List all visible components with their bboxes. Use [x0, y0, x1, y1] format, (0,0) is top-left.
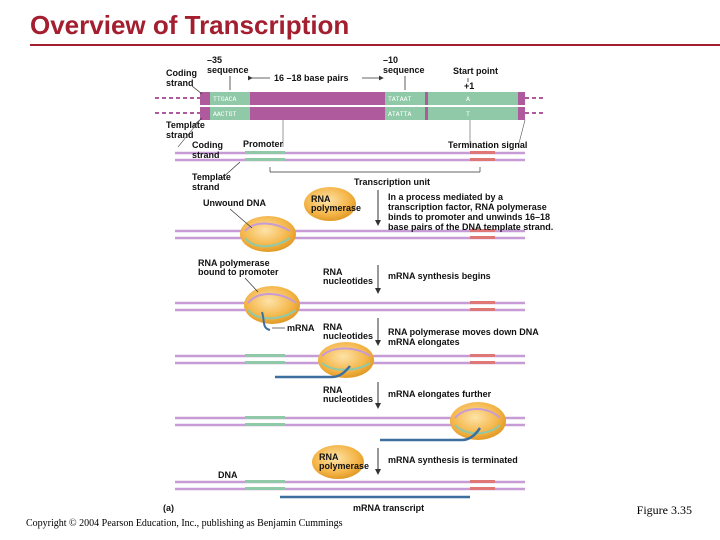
step-1-dna [175, 216, 525, 252]
step-4-dna [175, 402, 525, 442]
step3-text-1: RNA polymerase moves down DNA [388, 327, 539, 337]
mrna-label: mRNA [287, 323, 315, 333]
rna-polymerase-icon-2 [312, 445, 364, 479]
title-rule [30, 44, 720, 46]
seq-coding-10: TATAAT [388, 96, 412, 103]
seq-coding-35: TTGACA [213, 96, 237, 103]
minus10-label-1: –10 [383, 55, 398, 65]
rna-polymerase-label-1b: polymerase [311, 203, 361, 213]
copyright-notice: Copyright © 2004 Pearson Education, Inc.… [26, 518, 343, 529]
promoter-detail: TTGACA AACTGT TATAAT ATATTA A T Coding s… [155, 55, 545, 148]
dna-label: DNA [218, 470, 238, 480]
rna-polymerase-moving [318, 342, 374, 378]
minus35-box-coding [210, 92, 250, 105]
rna-nucleotides-label-2a: RNA [323, 322, 343, 332]
minus35-box-template [210, 107, 250, 120]
dna-overview: Coding strand Template strand Promoter T… [175, 139, 527, 192]
template-strand-label-1: Template [166, 120, 205, 130]
minus10-box-coding [385, 92, 425, 105]
mrna-elongating-further [380, 427, 482, 442]
step3-text-2: mRNA elongates [388, 337, 460, 347]
start-point-label: Start point [453, 66, 498, 76]
rna-polymerase-label-2a: RNA [319, 452, 339, 462]
step1-text-4: base pairs of the DNA template strand. [388, 222, 553, 232]
template-strand-label-2: strand [166, 130, 194, 140]
step1-text-2: transcription factor, RNA polymerase [388, 202, 547, 212]
rna-pol-bound-label-2: bound to promoter [198, 267, 279, 277]
plus1-label: +1 [464, 81, 474, 91]
step1-text-1: In a process mediated by a [388, 192, 504, 202]
seq-template-10: ATATTA [388, 111, 412, 118]
rna-polymerase-terminal [450, 402, 506, 440]
overview-template-label-1: Template [192, 172, 231, 182]
rna-pol-bound-label-1: RNA polymerase [198, 258, 270, 268]
step-3-dna [175, 342, 525, 379]
rna-polymerase-label-2b: polymerase [319, 461, 369, 471]
step-2-dna [175, 286, 525, 331]
coding-strand-label-2: strand [166, 78, 194, 88]
promoter-label: Promoter [243, 139, 284, 149]
panel-label: (a) [163, 503, 174, 513]
rna-nucleotides-label-3b: nucleotides [323, 394, 373, 404]
start-box-coding [428, 92, 518, 105]
rna-nucleotides-label-1b: nucleotides [323, 276, 373, 286]
minus10-box-template [385, 107, 425, 120]
seq-template-35: AACTGT [213, 111, 237, 118]
rna-polymerase-icon-1 [304, 187, 356, 221]
mrna-elongating [275, 365, 351, 379]
figure-caption: Figure 3.35 [636, 503, 692, 517]
step4-text: mRNA elongates further [388, 389, 492, 399]
overview-coding-label-1: Coding [192, 140, 223, 150]
overview-coding-label-2: strand [192, 150, 220, 160]
termination-signal-label: Termination signal [448, 140, 527, 150]
rna-nucleotides-label-1a: RNA [323, 267, 343, 277]
step2-text: mRNA synthesis begins [388, 271, 491, 281]
rna-nucleotides-label-3a: RNA [323, 385, 343, 395]
rna-nucleotides-label-2b: nucleotides [323, 331, 373, 341]
slide-title: Overview of Transcription [30, 10, 350, 40]
overview-template-label-2: strand [192, 182, 220, 192]
start-box-template [428, 107, 518, 120]
step5-text: mRNA synthesis is terminated [388, 455, 518, 465]
coding-strand-label-1: Coding [166, 68, 197, 78]
minus35-label-1: –35 [207, 55, 222, 65]
step-5-dna [175, 480, 525, 499]
step1-text-3: binds to promoter and unwinds 16–18 [388, 212, 550, 222]
rna-polymerase-label-1a: RNA [311, 194, 331, 204]
transcription-unit-label: Transcription unit [354, 177, 430, 187]
step-rows: RNA polymerase Unwound DNA In a process … [163, 187, 553, 513]
seq-template-start: T [466, 111, 470, 118]
spacer-label: 16 –18 base pairs [274, 73, 349, 83]
unwound-dna-label: Unwound DNA [203, 198, 266, 208]
seq-coding-start: A [466, 96, 470, 103]
minus10-label-2: sequence [383, 65, 425, 75]
minus35-label-2: sequence [207, 65, 249, 75]
mrna-transcript-label: mRNA transcript [353, 503, 424, 513]
